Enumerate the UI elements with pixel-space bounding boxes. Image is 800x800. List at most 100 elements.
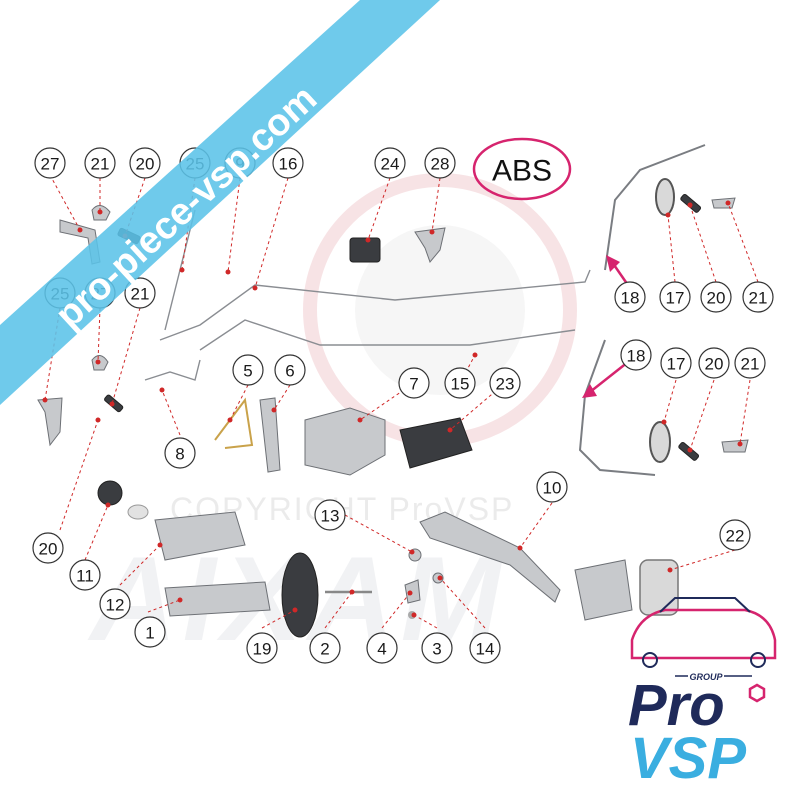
callout-circle xyxy=(69,559,101,591)
part-clip-21-top xyxy=(711,197,736,209)
callout-number: 5 xyxy=(243,362,252,381)
callout: 13 xyxy=(314,499,346,531)
callout: 28 xyxy=(424,147,456,179)
callout-number: 8 xyxy=(175,445,184,464)
callout-number: 20 xyxy=(705,355,724,374)
callout: 20 xyxy=(698,347,730,379)
callout: 1 xyxy=(134,616,166,648)
logo-group-text: GROUP xyxy=(689,672,723,682)
callout: 17 xyxy=(659,281,691,313)
callout-number: 23 xyxy=(496,375,515,394)
callout-number: 21 xyxy=(131,285,150,304)
callout: 2 xyxy=(309,632,341,664)
callout: 17 xyxy=(660,347,692,379)
logo-word-bottom: VSP xyxy=(630,726,746,791)
callout-circle xyxy=(309,632,341,664)
callout-number: 12 xyxy=(106,596,125,615)
callout: 24 xyxy=(374,147,406,179)
callout-number: 27 xyxy=(41,155,60,174)
part-bracket-28 xyxy=(414,227,446,263)
callout: 18 xyxy=(620,339,652,371)
callout-circle xyxy=(134,616,166,648)
logo-hex-icon xyxy=(748,683,766,703)
callout-circle xyxy=(742,281,774,313)
callout-number: 1 xyxy=(145,624,154,643)
watermark-disc xyxy=(355,225,525,395)
callout-circle xyxy=(700,281,732,313)
part-ring-17-bottom xyxy=(649,421,671,463)
part-clevis-4 xyxy=(404,579,421,604)
part-pad-22 xyxy=(639,559,679,616)
callout: 14 xyxy=(469,632,501,664)
callout-number: 21 xyxy=(741,355,760,374)
callout-circle xyxy=(164,437,196,469)
logo-word-top: Pro xyxy=(628,673,725,738)
callout: 15 xyxy=(444,367,476,399)
part-master-cylinder-1 xyxy=(164,581,271,617)
callout-number: 10 xyxy=(543,479,562,498)
callout-circle xyxy=(99,588,131,620)
provsp-logo: GROUP Pro VSP xyxy=(628,597,777,791)
part-module-24 xyxy=(349,237,381,263)
callout-circle xyxy=(659,281,691,313)
callout-circle xyxy=(84,147,116,179)
callout-circle xyxy=(314,499,346,531)
callout-number: 7 xyxy=(409,375,418,394)
callout-circle xyxy=(424,147,456,179)
part-cap-20b xyxy=(127,504,149,520)
callout: 10 xyxy=(536,471,568,503)
part-ring-17-top xyxy=(655,178,675,216)
callout: 19 xyxy=(246,632,278,664)
callout-circle xyxy=(398,367,430,399)
callout: 22 xyxy=(719,519,751,551)
callout: 7 xyxy=(398,367,430,399)
callout-circle xyxy=(444,367,476,399)
arrow-to-18-bottom xyxy=(589,361,629,393)
callout-number: 13 xyxy=(321,507,340,526)
callout-circle xyxy=(366,632,398,664)
callout-number: 24 xyxy=(381,155,400,174)
callout-circle xyxy=(489,367,521,399)
part-cap-11 xyxy=(97,480,123,506)
callout: 8 xyxy=(164,437,196,469)
callout-circle xyxy=(129,147,161,179)
callout: 5 xyxy=(232,354,264,386)
callout-number: 2 xyxy=(320,640,329,659)
callout-number: 20 xyxy=(707,289,726,308)
callout: 27 xyxy=(34,147,66,179)
part-booster-19 xyxy=(281,552,319,638)
callout-circle xyxy=(246,632,278,664)
callout-number: 18 xyxy=(621,289,640,308)
callout-circle xyxy=(620,339,652,371)
part-bracket-23 xyxy=(399,417,473,469)
callout-number: 17 xyxy=(667,355,686,374)
callout-circle xyxy=(734,347,766,379)
callout-number: 17 xyxy=(666,289,685,308)
arrow-to-18-bottom-head xyxy=(582,384,597,398)
callout-number: 6 xyxy=(285,362,294,381)
part-bracket-25b xyxy=(37,397,63,447)
callout: 12 xyxy=(99,588,131,620)
callout-circle xyxy=(124,277,156,309)
callout: 20 xyxy=(32,532,64,564)
abs-highlight-oval xyxy=(472,137,572,201)
callout: 4 xyxy=(366,632,398,664)
callout-circle xyxy=(698,347,730,379)
leader-dots xyxy=(42,200,743,618)
callout-circle xyxy=(719,519,751,551)
part-clip-21-bottom xyxy=(721,439,749,453)
logo-car-wheel-right xyxy=(750,652,766,668)
abs-label: ABS xyxy=(492,155,552,188)
callout: 20 xyxy=(700,281,732,313)
callout-group: 2721202591624282527211817202118172021567… xyxy=(32,147,774,664)
callout-number: 18 xyxy=(627,347,646,366)
part-pipe-5 xyxy=(214,397,254,449)
callout-circle xyxy=(34,147,66,179)
callout-circle xyxy=(232,354,264,386)
callout-number: 15 xyxy=(451,375,470,394)
callout-circle xyxy=(272,147,304,179)
callout: 11 xyxy=(69,559,101,591)
banner-text: pro-piece-vsp.com xyxy=(48,77,325,336)
logo-car-outline xyxy=(630,608,777,660)
